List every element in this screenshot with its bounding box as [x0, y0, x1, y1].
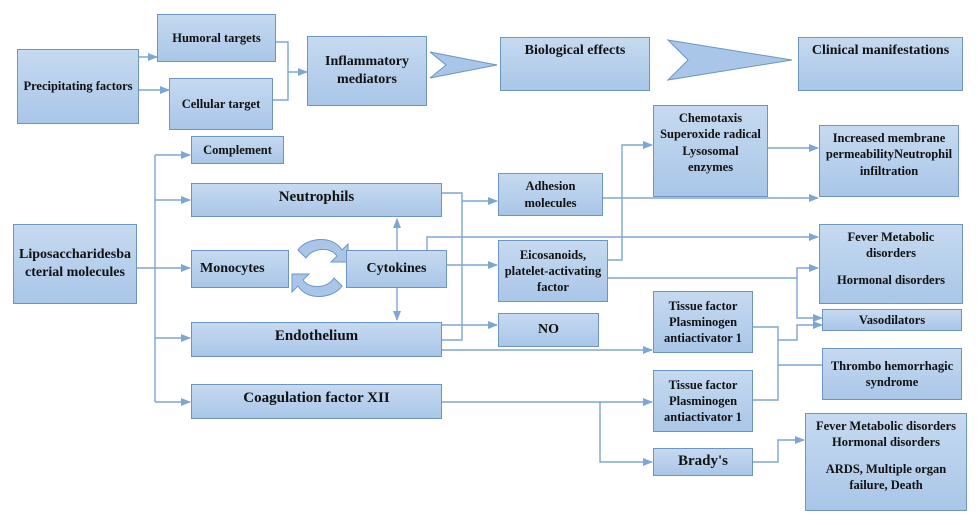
tissue-factor-1-box: Tissue factor Plasminogen antiactivator … — [653, 291, 753, 353]
thrombo-hemorrhagic-box: Thrombo hemorrhagic syndrome — [822, 348, 962, 400]
tissue-factor-2-box: Tissue factor Plasminogen antiactivator … — [653, 370, 753, 432]
neutrophils-box: Neutrophils — [191, 183, 442, 217]
complement-box: Complement — [191, 136, 284, 164]
cycle-arrows-icon — [291, 239, 349, 297]
tissue-factor-1-line-1: Tissue factor — [668, 298, 738, 313]
monocytes-label: Monocytes — [200, 260, 265, 276]
chemotaxis-line-4: enzymes — [687, 159, 734, 174]
precipitating-factors-box: Precipitating factors — [17, 49, 139, 124]
bradys-label: Brady's — [677, 453, 728, 470]
tissue-factor-2-line-1: Tissue factor — [668, 377, 738, 392]
arrow-eico-vasodilators — [608, 277, 823, 322]
inflammatory-mediators-line-1: Inflammatory — [325, 53, 409, 69]
eicosanoids-line-3: factor — [537, 280, 569, 295]
adhesion-line-1: Adhesion — [525, 179, 576, 194]
final-1-line-1: Fever Metabolic disorders — [815, 419, 956, 433]
eicosanoids-line-1: Eicosanoids, — [519, 247, 587, 262]
biological-effects-label: Biological effects — [524, 43, 626, 58]
line-endo-no — [442, 325, 463, 341]
tissue-factor-1-line-2: Plasminogen — [668, 314, 738, 329]
lps-box: Liposaccharidesba cterial molecules — [13, 224, 137, 304]
eicosanoids-box: Eicosanoids, platelet-activating factor — [498, 240, 608, 302]
cellular-target-box: Cellular target — [169, 78, 273, 130]
cytokines-label: Cytokines — [366, 260, 427, 276]
neutrophils-label: Neutrophils — [278, 189, 355, 205]
arrow-to-vasodilators-lower — [778, 321, 823, 341]
inflammatory-mediators-line-2: mediators — [337, 72, 397, 87]
line-humoral-join — [273, 41, 289, 101]
no-box: NO — [498, 313, 599, 347]
humoral-targets-label: Humoral targets — [172, 30, 261, 45]
no-label: NO — [538, 321, 559, 337]
fever-hormonal-line-1: Fever Metabolic disorders — [847, 230, 935, 261]
vasodilators-label: Vasodilators — [858, 312, 926, 327]
vasodilators-box: Vasodilators — [822, 309, 962, 331]
thrombo-line-2: syndrome — [865, 375, 919, 389]
cellular-target-label: Cellular target — [181, 96, 261, 111]
endothelium-label: Endothelium — [274, 328, 359, 344]
membrane-line-1: Increased membrane — [832, 131, 946, 145]
monocytes-box: Monocytes — [191, 250, 289, 288]
tissue-factor-2-line-3: antiactivator 1 — [664, 410, 742, 425]
cytokines-box: Cytokines — [346, 250, 447, 288]
thrombo-line-1: Thrombo hemorrhagic — [830, 358, 954, 373]
final-outcomes-box: Fever Metabolic disorders Hormonal disor… — [805, 413, 967, 511]
biological-effects-box: Biological effects — [500, 37, 650, 91]
line-tissue1-out — [753, 326, 822, 366]
membrane-line-3: infiltration — [859, 163, 919, 178]
bradys-box: Brady's — [653, 448, 753, 476]
coagulation-factor-box: Coagulation factor XII — [191, 384, 442, 419]
tissue-factor-2-line-2: Plasminogen — [668, 393, 738, 408]
clinical-manifestations-label: Clinical manifestations — [811, 43, 950, 58]
chemotaxis-line-1: Chemotaxis — [678, 111, 743, 125]
coagulation-factor-label: Coagulation factor XII — [243, 390, 390, 406]
eicosanoids-line-2: platelet-activating — [504, 263, 602, 278]
arrow-hormonal-vasodilators — [796, 264, 819, 278]
adhesion-molecules-box: Adhesion molecules — [498, 173, 603, 216]
chevron-arrow-1 — [429, 51, 498, 79]
arrow-bradys-final — [753, 436, 805, 463]
chevron-arrow-2 — [666, 39, 793, 81]
fever-hormonal-line-2: Hormonal disorders — [837, 272, 945, 287]
arrow-neutrophils-adhesion — [442, 192, 498, 205]
chemotaxis-box: Chemotaxis Superoxide radical Lysosomal … — [653, 105, 768, 197]
tissue-factor-1-line-3: antiactivator 1 — [664, 331, 742, 346]
clinical-manifestations-box: Clinical manifestations — [798, 37, 963, 91]
inflammatory-mediators-box: Inflammatory mediators — [307, 36, 427, 106]
membrane-permeability-box: Increased membrane permeabilityNeutrophi… — [819, 125, 959, 197]
fever-hormonal-box: Fever Metabolic disorders Hormonal disor… — [819, 224, 963, 304]
final-2-line-2: failure, Death — [849, 477, 923, 492]
lps-line-1: Liposaccharidesba — [18, 246, 131, 262]
final-2-line-1: ARDS, Multiple organ — [825, 461, 947, 476]
line-tissue2-out — [753, 365, 779, 401]
precipitating-factors-label: Precipitating factors — [23, 79, 133, 94]
lps-line-2: cterial molecules — [25, 265, 125, 280]
chemotaxis-line-3: Lysosomal — [682, 143, 739, 158]
humoral-targets-box: Humoral targets — [157, 14, 276, 62]
endothelium-box: Endothelium — [191, 322, 442, 357]
complement-label: Complement — [203, 142, 272, 157]
line-eico-chemo — [608, 141, 653, 261]
membrane-line-2: permeabilityNeutrophil — [825, 147, 953, 162]
final-1-line-2: Hormonal disorders — [832, 435, 940, 450]
chemotaxis-line-2: Superoxide radical — [660, 127, 761, 142]
adhesion-line-2: molecules — [524, 195, 577, 210]
arrow-cytokines-fever — [426, 233, 819, 250]
arrow-coag-bradys — [599, 402, 653, 466]
